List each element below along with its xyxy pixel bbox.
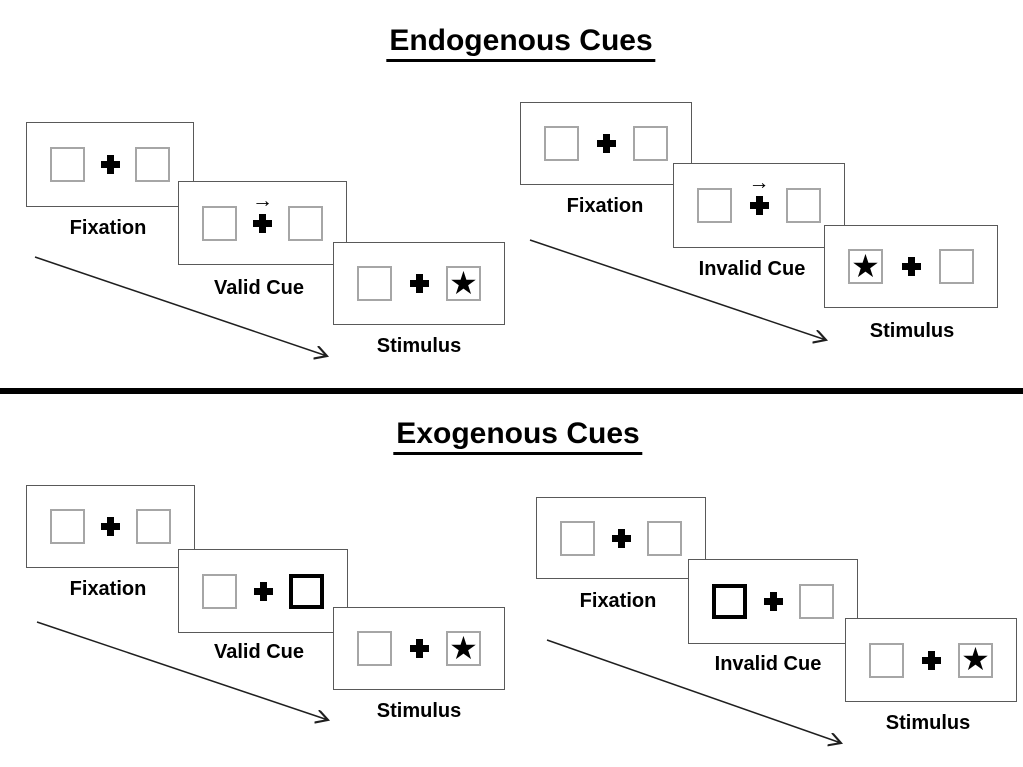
plus-icon	[921, 650, 941, 670]
panel-exo-valid-fixation	[26, 485, 195, 568]
right-box	[799, 584, 834, 619]
panel-endo-valid-stimulus: ★	[333, 242, 505, 325]
right-box: ★	[446, 266, 481, 301]
panel-endo-invalid-stimulus: ★	[824, 225, 998, 308]
timeline-arrow-endo-valid	[34, 256, 327, 356]
plus-icon	[409, 274, 429, 293]
fixation-cross-icon	[611, 528, 631, 548]
star-icon: ★	[449, 629, 478, 666]
panel-label-stimulus: Stimulus	[376, 335, 462, 357]
right-box	[939, 249, 974, 284]
panel-exo-invalid-stimulus: ★	[845, 618, 1017, 702]
panel-exo-invalid-cue	[688, 559, 858, 644]
panel-label-stimulus: Stimulus	[869, 320, 955, 342]
timeline-arrow-endo-invalid	[529, 239, 826, 340]
panel-label-invalid-cue: Invalid Cue	[714, 653, 822, 675]
left-box	[357, 266, 392, 301]
section-divider	[0, 388, 1023, 394]
plus-icon	[763, 592, 783, 611]
timeline-arrow-exo-valid	[36, 621, 328, 720]
fixation-cross-icon	[100, 155, 120, 174]
plus-icon	[901, 257, 921, 276]
left-box	[544, 126, 579, 161]
section-title-endogenous: Endogenous Cues	[386, 24, 656, 62]
plus-icon	[409, 639, 429, 658]
fixation-cross-icon	[253, 581, 273, 601]
right-arrow-cue-icon: →	[252, 188, 273, 212]
star-icon: ★	[851, 247, 880, 284]
star-icon: ★	[961, 641, 990, 677]
section-title-exogenous: Exogenous Cues	[393, 417, 643, 455]
left-box	[357, 631, 392, 666]
plus-icon	[749, 196, 769, 215]
plus-icon	[596, 134, 616, 153]
panel-label-valid-cue: Valid Cue	[213, 277, 305, 299]
right-box: ★	[958, 641, 993, 678]
panel-exo-valid-cue	[178, 549, 348, 633]
plus-icon	[100, 155, 120, 174]
right-box	[135, 147, 170, 182]
fixation-cross-icon	[409, 274, 429, 293]
right-box	[647, 520, 682, 556]
panel-label-fixation: Fixation	[579, 590, 657, 612]
right-arrow-cue-icon: →	[748, 171, 770, 194]
panel-label-stimulus: Stimulus	[885, 712, 971, 734]
panel-label-stimulus: Stimulus	[376, 700, 462, 722]
left-box	[50, 509, 85, 544]
plus-icon	[611, 528, 631, 548]
panel-label-invalid-cue: Invalid Cue	[698, 258, 806, 280]
fixation-cross-icon: →	[749, 172, 770, 215]
left-box	[697, 188, 732, 223]
plus-icon	[101, 517, 120, 536]
fixation-cross-icon: →	[252, 190, 273, 233]
left-box	[560, 520, 595, 556]
fixation-cross-icon	[901, 257, 921, 276]
panel-endo-valid-cue: →	[178, 181, 347, 265]
fixation-cross-icon	[596, 134, 616, 153]
panel-exo-invalid-fixation	[536, 497, 706, 579]
right-box	[288, 205, 323, 241]
fixation-cross-icon	[763, 592, 783, 611]
fixation-cross-icon	[921, 650, 941, 670]
left-box	[202, 205, 237, 241]
fixation-cross-icon	[101, 517, 120, 536]
right-box-highlight-cue	[289, 573, 324, 609]
panel-label-fixation: Fixation	[69, 217, 147, 239]
left-box-highlight-cue	[712, 584, 747, 619]
left-box	[50, 147, 85, 182]
panel-label-fixation: Fixation	[69, 578, 147, 600]
left-box: ★	[848, 249, 883, 284]
left-box	[869, 642, 904, 678]
panel-endo-invalid-fixation	[520, 102, 692, 185]
right-box	[633, 126, 668, 161]
panel-exo-valid-stimulus: ★	[333, 607, 505, 690]
panel-endo-invalid-cue: →	[673, 163, 845, 248]
right-box	[786, 188, 821, 223]
right-box	[136, 509, 171, 544]
right-box: ★	[446, 631, 481, 666]
panel-label-fixation: Fixation	[566, 195, 644, 217]
panel-label-valid-cue: Valid Cue	[213, 641, 305, 663]
panel-endo-valid-fixation	[26, 122, 194, 207]
plus-icon	[253, 213, 272, 233]
star-icon: ★	[449, 264, 478, 301]
fixation-cross-icon	[409, 639, 429, 658]
left-box	[202, 573, 237, 609]
plus-icon	[253, 581, 273, 601]
